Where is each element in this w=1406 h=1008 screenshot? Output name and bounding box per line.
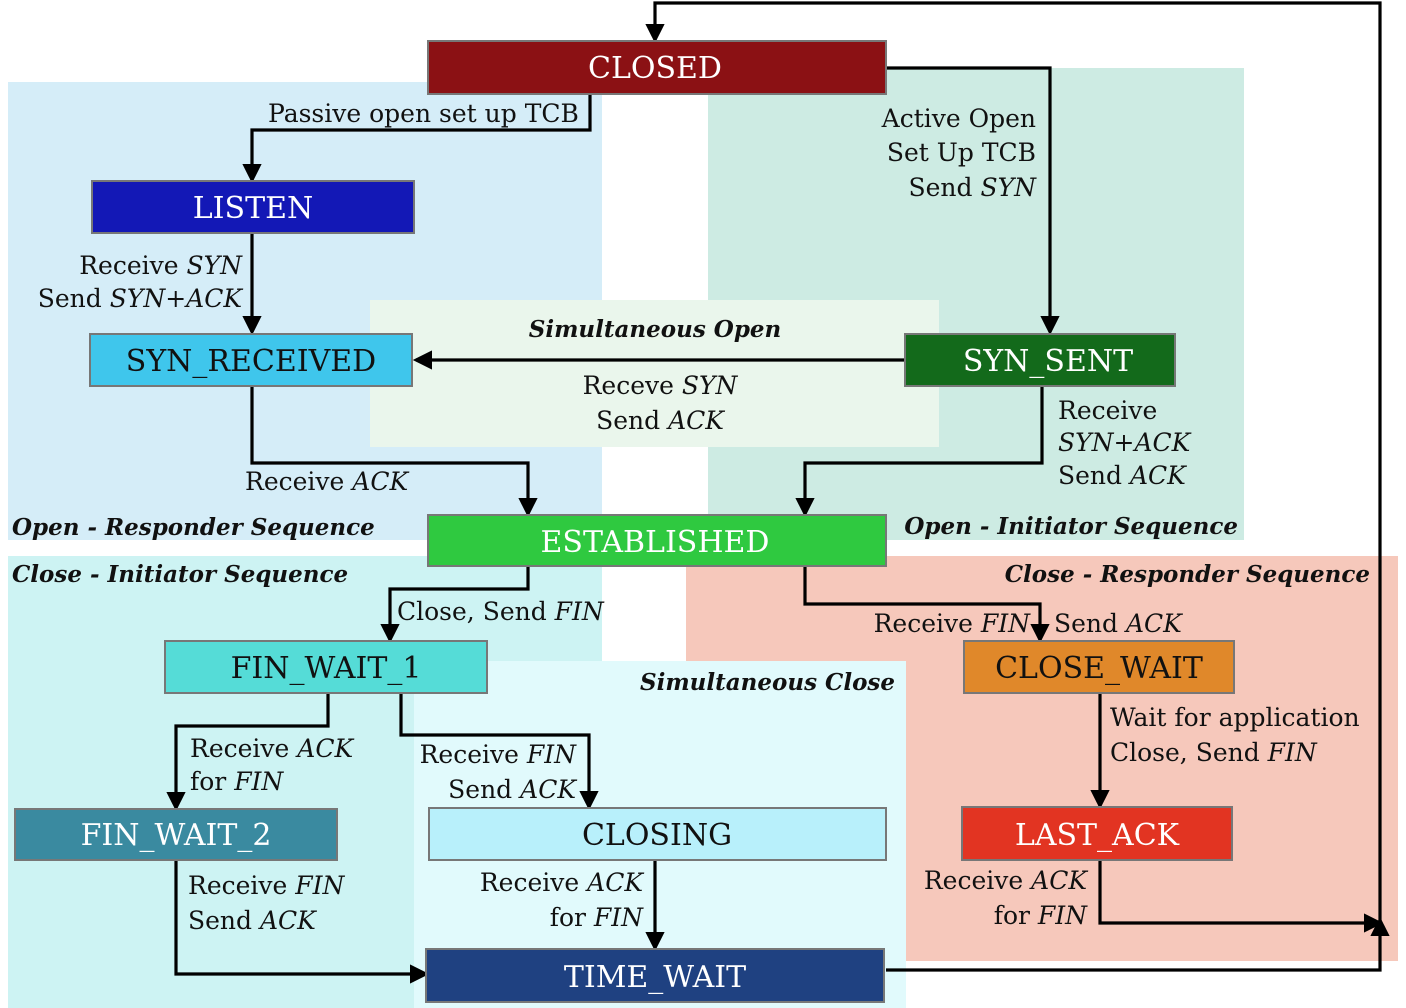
label-fin-wait-2-receive-fin: Receive FIN Send ACK [188, 871, 346, 935]
svg-text:Send ACK: Send ACK [596, 406, 725, 435]
state-label: FIN_WAIT_1 [231, 651, 422, 686]
svg-text:for FIN: for FIN [550, 903, 644, 932]
label-fin-wait-1-receive-ack: Receive ACK for FIN [190, 734, 354, 796]
arrow-fin-wait-2-to-time-wait [174, 860, 430, 984]
region-label-simultaneous-close: Simultaneous Close [640, 669, 895, 696]
label-syn-received-receive-ack: Receive ACK [245, 467, 409, 496]
arrow-syn-sent-to-established [795, 386, 1044, 518]
svg-text:Set Up TCB: Set Up TCB [887, 138, 1036, 167]
svg-text:Receive ACK: Receive ACK [480, 868, 644, 897]
svg-text:Send ACK: Send ACK [448, 775, 577, 804]
transitions [166, 1, 1390, 984]
svg-text:Send ACK: Send ACK [188, 906, 317, 935]
state-fin-wait-1: FIN_WAIT_1 [164, 640, 488, 694]
region-simultaneous-open [370, 300, 939, 447]
svg-text:Close, Send FIN: Close, Send FIN [1110, 738, 1318, 767]
label-syn-sent-receive: Receive SYN+ACK Send ACK [1058, 396, 1192, 490]
state-label: SYN_SENT [963, 344, 1133, 379]
label-fin-wait-1-receive-fin: Receive FIN Send ACK [420, 740, 578, 804]
label-established-close: Close, Send FIN [397, 597, 605, 626]
arrow-closed-to-listen [242, 94, 592, 184]
svg-text:Send SYN+ACK: Send SYN+ACK [38, 284, 244, 313]
state-fin-wait-2: FIN_WAIT_2 [14, 808, 338, 861]
svg-text:Receive SYN: Receive SYN [79, 251, 243, 280]
svg-text:Active Open: Active Open [881, 104, 1036, 133]
arrow-established-to-close-wait [803, 566, 1050, 644]
label-simultaneous-open-receive: Receve SYN Send ACK [583, 371, 739, 435]
state-closed: CLOSED [427, 40, 887, 95]
label-listen-receive-syn: Receive SYN Send SYN+ACK [38, 251, 244, 313]
state-label: TIME_WAIT [564, 960, 746, 995]
state-label: SYN_RECEIVED [126, 344, 376, 379]
region-label-open-initiator: Open - Initiator Sequence [904, 513, 1238, 540]
svg-text:for FIN: for FIN [994, 901, 1088, 930]
arrow-established-to-fin-wait-1 [380, 566, 530, 644]
state-label: CLOSED [588, 51, 722, 86]
region-label-close-initiator: Close - Initiator Sequence [12, 561, 348, 588]
state-syn-received: SYN_RECEIVED [89, 333, 413, 387]
svg-text:Receive FIN: Receive FIN [874, 609, 1032, 638]
svg-text:for FIN: for FIN [190, 767, 284, 796]
arrow-time-wait-timeout [886, 916, 1390, 972]
arrow-fin-wait-1-to-closing [399, 693, 599, 811]
svg-text:Receive: Receive [1058, 396, 1157, 425]
state-label: FIN_WAIT_2 [81, 818, 272, 853]
label-closing-receive-ack: Receive ACK for FIN [480, 868, 644, 932]
svg-text:Wait for application: Wait for application [1110, 703, 1360, 732]
state-label: LAST_ACK [1015, 818, 1180, 853]
state-listen: LISTEN [91, 180, 415, 234]
svg-text:Receve SYN: Receve SYN [583, 371, 739, 400]
label-established-receive-fin: Receive FIN Send ACK [874, 609, 1184, 638]
state-established: ESTABLISHED [427, 514, 887, 567]
label-close-wait-application: Wait for application Close, Send FIN [1110, 703, 1360, 767]
state-last-ack: LAST_ACK [961, 806, 1233, 861]
label-passive-open: Passive open set up TCB [268, 99, 579, 128]
state-label: CLOSE_WAIT [995, 651, 1203, 686]
region-label-open-responder: Open - Responder Sequence [12, 514, 375, 541]
svg-text:Receive ACK: Receive ACK [190, 734, 354, 763]
arrow-syn-received-to-established [250, 386, 538, 518]
state-closing: CLOSING [428, 807, 887, 861]
label-last-ack-receive-ack: Receive ACK for FIN [924, 866, 1088, 930]
arrow-fin-wait-1-to-fin-wait-2 [166, 693, 330, 812]
state-label: ESTABLISHED [541, 525, 770, 560]
arrow-last-ack-to-closed-loop [1098, 860, 1384, 933]
svg-text:Receive FIN: Receive FIN [420, 740, 578, 769]
state-close-wait: CLOSE_WAIT [963, 640, 1235, 694]
svg-text:SYN+ACK: SYN+ACK [1058, 428, 1192, 457]
svg-text:Send ACK: Send ACK [1054, 609, 1183, 638]
region-label-simultaneous-open: Simultaneous Open [529, 316, 782, 343]
svg-text:Receive ACK: Receive ACK [924, 866, 1088, 895]
state-syn-sent: SYN_SENT [904, 333, 1176, 387]
state-time-wait: TIME_WAIT [425, 948, 885, 1003]
arrow-return-to-closed [645, 1, 1382, 920]
state-label: CLOSING [582, 818, 732, 853]
state-label: LISTEN [193, 191, 313, 226]
arrow-closed-to-syn-sent [886, 66, 1060, 336]
region-label-close-responder: Close - Responder Sequence [1005, 561, 1370, 588]
svg-text:Send SYN: Send SYN [909, 173, 1038, 202]
label-active-open: Active Open Set Up TCB Send SYN [881, 104, 1037, 202]
svg-text:Send ACK: Send ACK [1058, 461, 1187, 490]
svg-text:Receive FIN: Receive FIN [188, 871, 346, 900]
